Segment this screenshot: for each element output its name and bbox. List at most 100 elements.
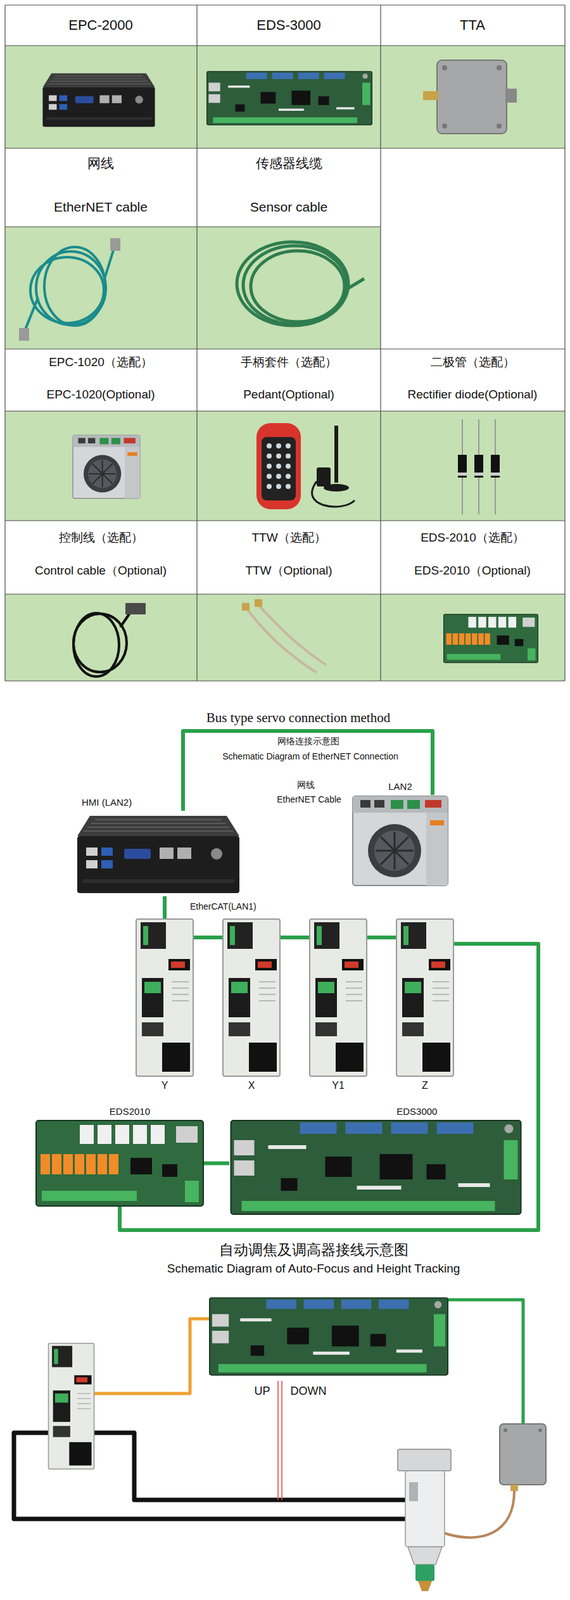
ethernet-cable-picture bbox=[25, 247, 114, 330]
table-grid bbox=[5, 680, 565, 681]
tta-picture bbox=[442, 65, 448, 71]
controller-picture bbox=[72, 435, 140, 499]
table-grid bbox=[5, 226, 381, 227]
sensor-lead bbox=[443, 1490, 515, 1538]
section-title: Bus type servo connection method bbox=[108, 709, 489, 726]
table-cell-ground bbox=[5, 45, 565, 149]
pendant-picture bbox=[276, 443, 282, 449]
servo-drive: Z bbox=[395, 918, 455, 1077]
tta-picture bbox=[538, 1428, 543, 1432]
pendant-picture bbox=[261, 437, 296, 501]
table-cell-text: Pedant(Optional) bbox=[200, 386, 378, 403]
table-cell-text: TTW（选配） bbox=[200, 530, 378, 546]
controller-device: LAN2 bbox=[346, 794, 455, 887]
pendant-picture bbox=[266, 463, 272, 469]
ethernet-plug bbox=[19, 328, 30, 341]
control-cable-picture bbox=[73, 613, 130, 677]
signal-name: UP bbox=[251, 1383, 273, 1399]
pendant-picture bbox=[266, 443, 272, 449]
control-cable-picture bbox=[120, 613, 130, 627]
encoder-cable bbox=[92, 1318, 213, 1394]
table-cell-text: EtherNET cable bbox=[8, 198, 193, 216]
diode-picture bbox=[490, 472, 500, 476]
ttw-picture bbox=[258, 604, 327, 665]
sensor-cable-picture bbox=[236, 241, 365, 326]
tta-picture bbox=[510, 1484, 519, 1491]
network-cable bbox=[193, 935, 223, 940]
table-grid bbox=[196, 5, 197, 681]
industrial-pc-picture bbox=[77, 815, 240, 893]
pcb-picture bbox=[209, 1297, 448, 1375]
table-cell-text: EDS-2010（Optional) bbox=[382, 563, 563, 579]
table-cell-text: EDS-3000 bbox=[200, 16, 378, 35]
network-illustration bbox=[36, 796, 522, 1215]
pcb-picture bbox=[36, 1120, 204, 1206]
table-grid bbox=[5, 593, 565, 595]
sensor-cable-picture bbox=[236, 241, 349, 326]
signal-wire bbox=[281, 1380, 283, 1500]
table-grid bbox=[564, 5, 565, 681]
tta-picture bbox=[499, 1423, 546, 1491]
laser-head-picture bbox=[415, 1564, 435, 1581]
table-cell-ground bbox=[5, 411, 565, 521]
table-cell-text: Rectifier diode(Optional) bbox=[382, 386, 563, 403]
table-cell-text: 控制线（选配） bbox=[8, 530, 193, 546]
tta-picture bbox=[499, 1423, 546, 1485]
device-label: X bbox=[248, 1079, 256, 1092]
device-label: EDS2010 bbox=[109, 1105, 151, 1118]
diagram-title: 自动调焦及调高器接线示意图 bbox=[136, 1240, 491, 1260]
device-label: Y bbox=[161, 1079, 169, 1092]
motor-cable bbox=[93, 1432, 409, 1500]
focus-illustration bbox=[13, 1297, 546, 1591]
tta-picture bbox=[496, 65, 502, 71]
laser-head-picture bbox=[405, 1470, 445, 1547]
sensor-cable-picture bbox=[348, 278, 365, 289]
diode-picture bbox=[457, 454, 467, 478]
device-label: LAN2 bbox=[388, 780, 413, 793]
pendant-picture bbox=[276, 473, 282, 479]
table-grid bbox=[5, 44, 565, 46]
diagram-title: 网络连接示意图 bbox=[213, 735, 404, 748]
pendant-picture bbox=[285, 473, 291, 479]
cable-label: 网线 bbox=[274, 779, 338, 792]
device-label: EDS3000 bbox=[396, 1105, 437, 1118]
diode-picture bbox=[474, 454, 484, 478]
pendant-picture bbox=[276, 463, 282, 469]
diagram-title: Schematic Diagram of EtherNET Connection bbox=[209, 751, 412, 763]
pcb-picture bbox=[443, 614, 539, 663]
industrial-pc-picture bbox=[42, 73, 155, 127]
table-cell-text: EPC-2000 bbox=[8, 16, 193, 35]
signal-name: DOWN bbox=[290, 1383, 327, 1399]
pendant-picture bbox=[316, 467, 331, 487]
device-label: Y1 bbox=[331, 1079, 345, 1092]
pcb-picture bbox=[231, 1120, 522, 1215]
table-grid bbox=[5, 147, 565, 149]
servo-picture bbox=[396, 918, 454, 1077]
pendant-picture bbox=[276, 453, 282, 459]
pendant-picture bbox=[312, 481, 355, 507]
controller-picture bbox=[352, 796, 448, 886]
laser-head-picture bbox=[409, 1482, 418, 1501]
diode-picture bbox=[457, 472, 500, 476]
table-cell-ground bbox=[5, 594, 565, 681]
table-cell-ground bbox=[5, 45, 565, 681]
hmi-device: HMI (LAN2) bbox=[76, 810, 241, 897]
laser-head-picture bbox=[397, 1449, 451, 1591]
pendant-picture bbox=[266, 473, 272, 479]
pendant-picture bbox=[323, 483, 349, 492]
table-cell-text: TTW（Optional) bbox=[200, 563, 378, 579]
table-cell-text: 手柄套件（选配） bbox=[200, 354, 378, 370]
pendant-picture bbox=[285, 463, 291, 469]
pendant-picture bbox=[256, 423, 301, 510]
ethernet-cable-picture bbox=[104, 248, 114, 279]
pcb-picture bbox=[207, 71, 373, 125]
control-cable-picture bbox=[125, 602, 146, 615]
ttw-picture bbox=[241, 602, 250, 611]
ethernet-cable-picture bbox=[25, 297, 38, 330]
table-cell-text: EDS-2010（选配） bbox=[382, 530, 563, 546]
cable-label: EtherNET Cable bbox=[267, 794, 351, 806]
tta-picture bbox=[437, 60, 507, 134]
ethernet-cable-picture bbox=[30, 257, 104, 323]
signal-wire bbox=[278, 1380, 282, 1500]
port-label: EtherCAT(LAN1) bbox=[190, 901, 279, 913]
